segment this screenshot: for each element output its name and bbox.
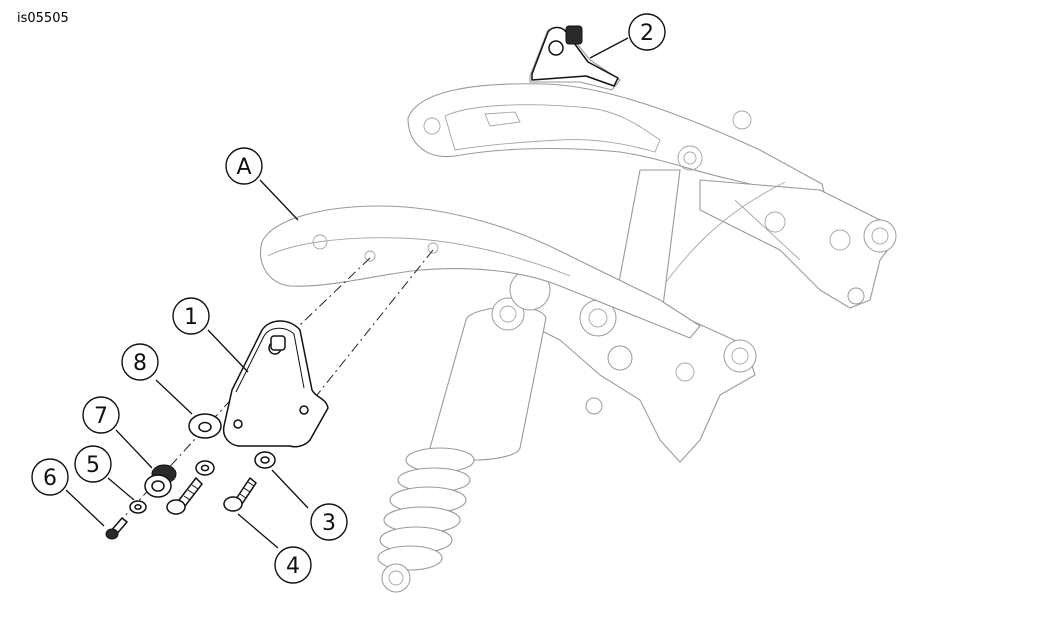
seat-rail-a-edge <box>267 237 571 277</box>
right-frame-web <box>734 199 801 261</box>
part-4-screw <box>223 477 257 512</box>
lower-member <box>519 274 756 463</box>
upper-rail-slot <box>484 111 521 127</box>
callout-3: 3 <box>310 503 348 541</box>
lower-member-bolt <box>585 397 603 415</box>
lower-pivot-inner <box>588 308 608 328</box>
shock-top-eye <box>491 297 525 331</box>
top-bracket-hole <box>548 40 564 56</box>
shock-bottom-bolt <box>388 570 404 586</box>
bracket-stud-head <box>270 335 286 351</box>
leader-5 <box>107 477 135 501</box>
leader-2 <box>589 37 629 59</box>
upper-frame-rail <box>407 83 827 201</box>
right-frame-boss <box>863 219 897 253</box>
lower-member-boss <box>723 339 757 373</box>
callout-6-label: 6 <box>43 466 57 491</box>
part-6-screw <box>105 517 128 540</box>
leader-lines <box>65 37 629 549</box>
leader-8 <box>155 379 193 415</box>
shock-bottom-eye <box>381 563 411 593</box>
callout-5: 5 <box>74 445 112 483</box>
part-7-grommet <box>144 464 177 498</box>
callout-7-label: 7 <box>94 404 108 429</box>
bracket-hole-left <box>233 419 243 429</box>
figure-id: is05505 <box>17 11 69 26</box>
right-frame-hole-2 <box>829 229 851 251</box>
shock-top-bolt <box>499 305 517 323</box>
callout-3-label: 3 <box>322 511 336 536</box>
upper-rail-boss-inner <box>683 151 697 165</box>
top-bracket-nut <box>565 25 583 45</box>
part-8-washer <box>188 413 222 439</box>
bracket-hole-right <box>299 405 309 415</box>
seat-rail-a-hole-1 <box>312 234 328 250</box>
part-5-washer <box>129 500 147 514</box>
right-frame-bolt <box>847 287 865 305</box>
callout-1: 1 <box>172 297 210 335</box>
callout-5-label: 5 <box>86 453 100 478</box>
shock-spring <box>377 447 475 571</box>
callout-4-label: 4 <box>286 554 300 579</box>
mounting-bracket <box>222 320 329 448</box>
part-3-washer <box>254 451 276 469</box>
leader-4 <box>237 513 279 549</box>
bracket-plate <box>222 320 329 448</box>
frame-assembly <box>260 25 897 593</box>
leader-a <box>259 179 299 221</box>
alignment-line-lower <box>304 249 434 411</box>
shock-body <box>429 306 547 461</box>
upper-rail-boss <box>677 145 703 171</box>
right-frame-hole <box>764 211 786 233</box>
upper-rail-inner <box>444 104 661 153</box>
leader-6 <box>65 489 105 527</box>
bracket-inner-edge <box>235 327 305 393</box>
upper-rail-hole <box>423 117 441 135</box>
leader-1 <box>207 329 249 373</box>
leader-3 <box>271 469 309 509</box>
callout-a: A <box>225 147 263 185</box>
bracket-screw-left <box>166 477 203 515</box>
lower-member-hole-2 <box>675 362 695 382</box>
callout-7: 7 <box>82 396 120 434</box>
callout-8: 8 <box>121 343 159 381</box>
leader-7 <box>115 429 153 469</box>
callout-2-label: 2 <box>640 21 654 46</box>
seat-rail-a <box>260 205 701 339</box>
right-frame-section <box>699 179 896 309</box>
bracket-washer <box>195 460 215 476</box>
lower-member-boss-inner <box>731 347 749 365</box>
seat-rail-a-hole-3 <box>427 242 439 254</box>
callouts: 1 2 3 4 5 6 7 <box>31 13 666 584</box>
callout-2: 2 <box>628 13 666 51</box>
lower-member-hole <box>607 345 633 371</box>
callout-8-label: 8 <box>133 351 147 376</box>
seat-rail-a-hole-2 <box>364 250 376 262</box>
right-frame-boss-inner <box>871 227 889 245</box>
callout-a-label: A <box>236 155 251 180</box>
callout-6: 6 <box>31 458 69 496</box>
callout-4: 4 <box>274 546 312 584</box>
callout-1-label: 1 <box>184 305 198 330</box>
upper-rail-nut <box>732 110 752 130</box>
